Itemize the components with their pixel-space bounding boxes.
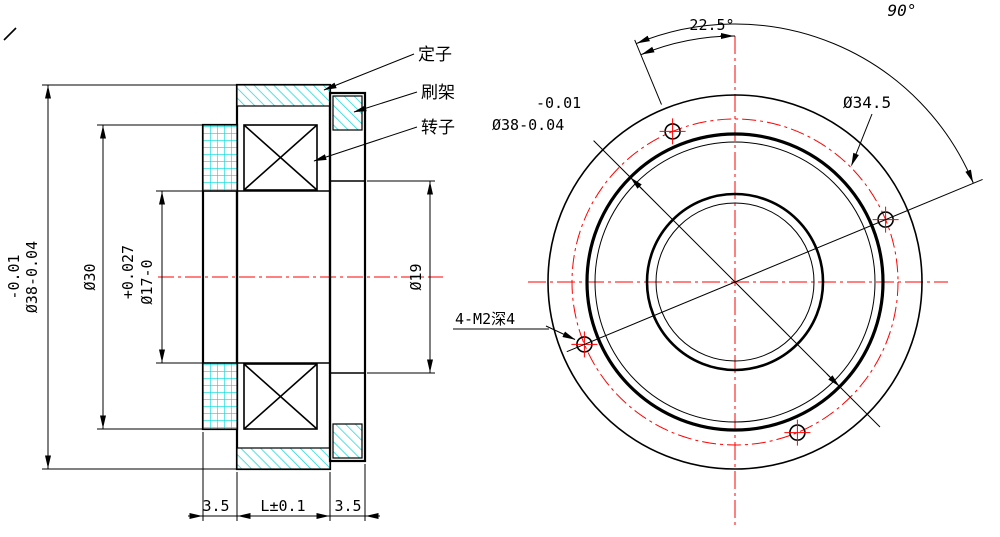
bolt-circle-dia-text: Ø34.5 — [843, 93, 891, 112]
bore-circle-inner — [655, 202, 815, 362]
brush-hatch-bottom — [332, 423, 363, 459]
angle-90-arrow-left — [636, 35, 650, 44]
stator-leader-line — [323, 53, 415, 91]
dim-right-bore-dia: Ø19 — [407, 263, 425, 290]
front-view: -0.01 Ø38-0.04 Ø34.5 4-M2深4 22.5° 90° — [453, 1, 983, 527]
hole-axis-diagonal — [566, 178, 983, 353]
rotor-section-top — [243, 124, 318, 191]
dim-left-width: 3.5 — [202, 497, 229, 515]
rotor-section-bottom — [243, 363, 318, 430]
bore-circle-outer — [645, 192, 825, 372]
frame-tick — [3, 27, 17, 41]
dim-bore-dia: Ø17-0 — [138, 259, 156, 304]
flange-outer-circle — [547, 94, 923, 470]
stator-callout: 定子 — [418, 45, 452, 65]
outer-dia-arrow-lower — [826, 373, 840, 387]
dim-bore-upper-tol: +0.027 — [119, 245, 137, 299]
left-cap-hatch-top — [202, 124, 238, 192]
front-outer-dia-upper-tol: -0.01 — [536, 94, 581, 112]
angle-90-arrow-right — [965, 169, 974, 183]
dim-outer-dia-upper-tol: -0.01 — [5, 254, 23, 299]
right-cap-outline — [328, 91, 367, 463]
body-circle-d38 — [585, 132, 885, 432]
dim-right-width: 3.5 — [334, 497, 361, 515]
angle-arc-22-5 — [640, 35, 736, 56]
rotor-leader-line — [313, 126, 418, 162]
angle-arc-90 — [636, 23, 974, 184]
dim-length: L±0.1 — [260, 497, 305, 515]
dimension-lines — [47, 85, 431, 517]
brush-holder-callout: 刷架 — [421, 83, 455, 103]
brush-holder-leader-line — [353, 91, 418, 113]
dim-outer-dia: Ø38-0.04 — [23, 241, 41, 313]
stator-hatch-top — [236, 84, 331, 107]
front-outer-dia: Ø38-0.04 — [492, 116, 564, 134]
stator-hatch-bottom — [236, 447, 331, 470]
bolt-circle — [571, 118, 899, 446]
outer-dia-arrow-upper — [630, 177, 644, 191]
left-cap-hatch-bottom — [202, 362, 238, 430]
brush-hatch-top — [332, 95, 363, 131]
angle-22-5-arrow-left — [641, 46, 655, 55]
thread-note-text: 4-M2深4 — [455, 310, 515, 328]
bolt-circle-leader — [851, 113, 873, 166]
thread-note-leader — [545, 325, 576, 340]
section-view: -0.01 Ø38-0.04 Ø30 +0.027 Ø17-0 Ø19 3.5 … — [5, 45, 455, 521]
extension-lines — [42, 84, 435, 521]
dim-mid-dia: Ø30 — [81, 263, 99, 290]
angle-extension-line — [634, 39, 662, 105]
angle-90-text: 90° — [888, 1, 917, 20]
dimension-arrows — [45, 85, 433, 519]
body-inner-step-circle — [594, 141, 876, 423]
rotor-callout: 转子 — [421, 118, 455, 138]
